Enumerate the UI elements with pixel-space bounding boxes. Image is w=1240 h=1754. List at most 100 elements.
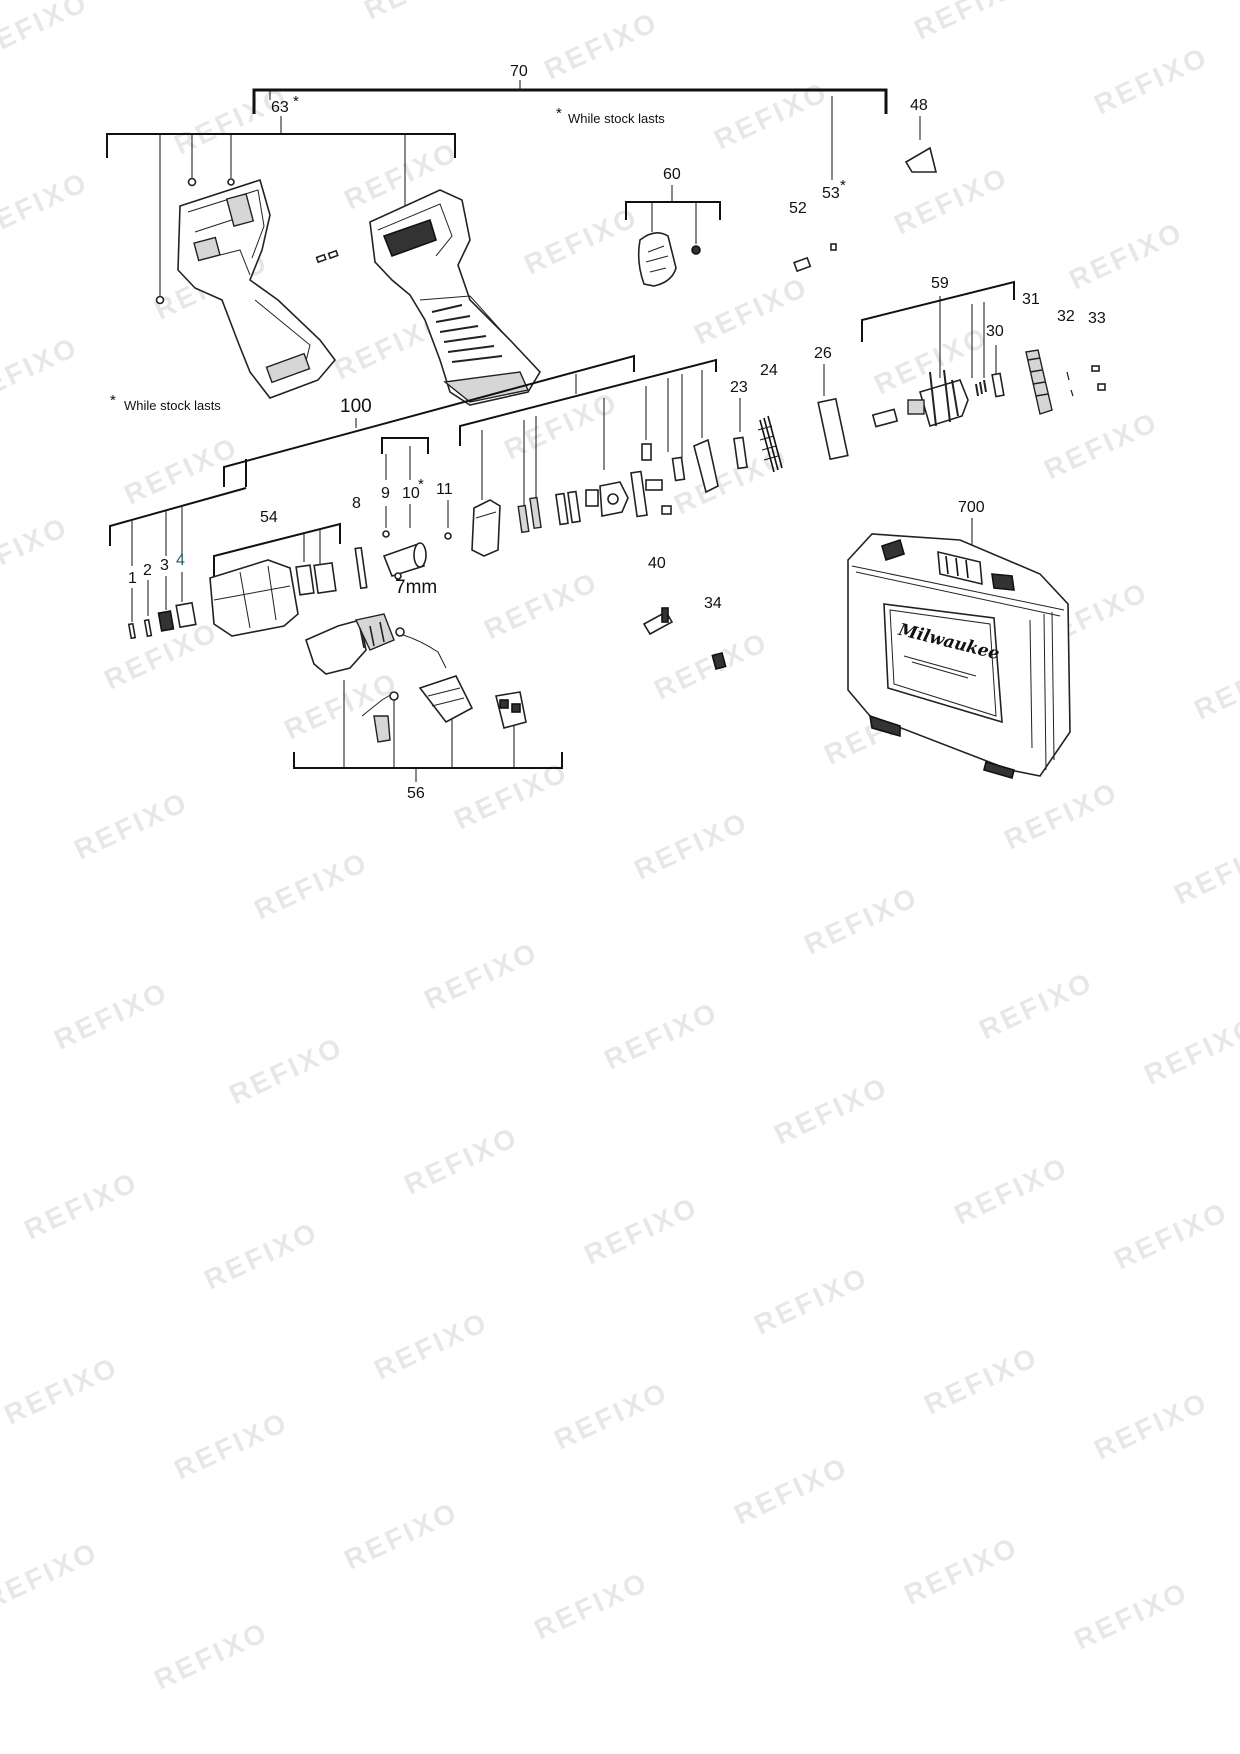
gearbox-parts — [471, 438, 719, 557]
callout-32: 32 — [1057, 308, 1075, 325]
watermark: REFIXO — [529, 1566, 653, 1646]
stock-note-top: While stock lasts — [568, 111, 665, 126]
watermark: REFIXO — [909, 0, 1033, 45]
watermark: REFIXO — [549, 1376, 673, 1456]
parts-8-11: 8 9 10 * 11 7mm — [352, 437, 453, 598]
callout-59: 59 — [931, 275, 949, 292]
callout-9: 9 — [381, 485, 390, 502]
callout-33: 33 — [1088, 310, 1106, 327]
watermark: REFIXO — [899, 1531, 1023, 1611]
bracket-100: 100 — [223, 354, 717, 506]
callout-60: 60 — [663, 166, 681, 183]
watermark: REFIXO — [1109, 1196, 1233, 1276]
watermark: REFIXO — [629, 806, 753, 886]
watermark: REFIXO — [49, 976, 173, 1056]
watermark: REFIXO — [1089, 41, 1213, 121]
asterisk: * — [293, 93, 299, 110]
asterisk: * — [556, 105, 562, 122]
watermark: REFIXO — [249, 846, 373, 926]
stock-note-left: While stock lasts — [124, 398, 221, 413]
callout-53: 53 — [822, 185, 840, 202]
callout-31: 31 — [1022, 291, 1040, 308]
watermark: REFIXO — [539, 6, 663, 86]
watermark: REFIXO — [0, 511, 73, 591]
watermark: REFIXO — [399, 1121, 523, 1201]
watermark: REFIXO — [149, 1616, 273, 1696]
callout-56: 56 — [407, 785, 425, 802]
callout-40: 40 — [648, 555, 666, 572]
housing-half-right — [369, 189, 541, 406]
watermark: REFIXO — [499, 386, 623, 466]
watermark: REFIXO — [749, 1261, 873, 1341]
parts-34-40: 40 34 — [642, 555, 727, 671]
callout-2: 2 — [143, 562, 152, 579]
callout-54: 54 — [260, 509, 278, 526]
callout-700: 700 — [958, 499, 985, 516]
watermark: REFIXO — [729, 1451, 853, 1531]
callout-3: 3 — [160, 557, 169, 574]
watermark: REFIXO — [199, 1216, 323, 1296]
watermark: REFIXO — [599, 996, 723, 1076]
callout-11: 11 — [436, 481, 453, 498]
housing-pins — [315, 249, 339, 264]
switch-group-56: 56 — [293, 613, 563, 802]
watermark: REFIXO — [1069, 1576, 1193, 1656]
watermark: REFIXO — [1064, 216, 1188, 296]
watermark: REFIXO — [974, 966, 1098, 1046]
watermark: REFIXO — [999, 776, 1123, 856]
watermark: REFIXO — [224, 1031, 348, 1111]
watermark: REFIXO — [1169, 831, 1240, 911]
watermark: REFIXO — [1039, 406, 1163, 486]
asterisk: * — [840, 177, 846, 194]
watermark: REFIXO — [769, 1071, 893, 1151]
parts-23-24-26: 26 24 23 — [730, 345, 849, 473]
watermark: REFIXO — [479, 566, 603, 646]
callout-10: 10 — [402, 485, 420, 502]
callout-1: 1 — [128, 570, 137, 587]
callout-100: 100 — [340, 396, 372, 417]
housing-half-left — [155, 177, 337, 399]
asterisk: * — [110, 392, 116, 409]
watermark: REFIXO — [919, 1341, 1043, 1421]
watermark: REFIXO — [0, 331, 83, 411]
carry-case-700: 700 Milwaukee — [847, 499, 1071, 779]
motor-group-59: 59 31 30 32 33 — [861, 275, 1106, 428]
bracket-63: 63 * — [106, 93, 456, 296]
bracket-54: 54 — [109, 487, 341, 578]
bracket-70: 70 — [252, 63, 888, 180]
watermark: REFIXO — [1089, 1386, 1213, 1466]
asterisk: * — [418, 476, 424, 493]
watermark: REFIXO — [689, 271, 813, 351]
watermark: REFIXO — [419, 936, 543, 1016]
watermark: REFIXO — [69, 786, 193, 866]
parts-1-4: 1 2 3 4 — [127, 552, 197, 640]
watermark: REFIXO — [949, 1151, 1073, 1231]
callout-70: 70 — [510, 63, 528, 80]
watermark: REFIXO — [169, 1406, 293, 1486]
part-48: 48 — [904, 97, 938, 173]
watermark: REFIXO — [1139, 1011, 1240, 1091]
callout-52: 52 — [789, 200, 807, 217]
callout-4: 4 — [176, 552, 185, 569]
parts-52-53: 52 53 * — [789, 177, 846, 273]
front-housing — [209, 559, 337, 637]
size-note: 7mm — [395, 577, 437, 598]
callout-30: 30 — [986, 323, 1004, 340]
watermark: REFIXO — [19, 1166, 143, 1246]
watermark: REFIXO — [709, 76, 833, 156]
watermark: REFIXO — [889, 161, 1013, 241]
callout-63: 63 — [271, 99, 289, 116]
callout-48: 48 — [910, 97, 928, 114]
watermark: REFIXO — [649, 626, 773, 706]
watermark: REFIXO — [369, 1306, 493, 1386]
callout-26: 26 — [814, 345, 832, 362]
watermark: REFIXO — [0, 1351, 123, 1431]
watermark: REFIXO — [579, 1191, 703, 1271]
callout-23: 23 — [730, 379, 748, 396]
callout-34: 34 — [704, 595, 722, 612]
watermark: REFIXO — [0, 1536, 103, 1616]
watermark: REFIXO — [1189, 646, 1240, 726]
watermark: REFIXO — [339, 1496, 463, 1576]
watermark: REFIXO — [0, 166, 93, 246]
